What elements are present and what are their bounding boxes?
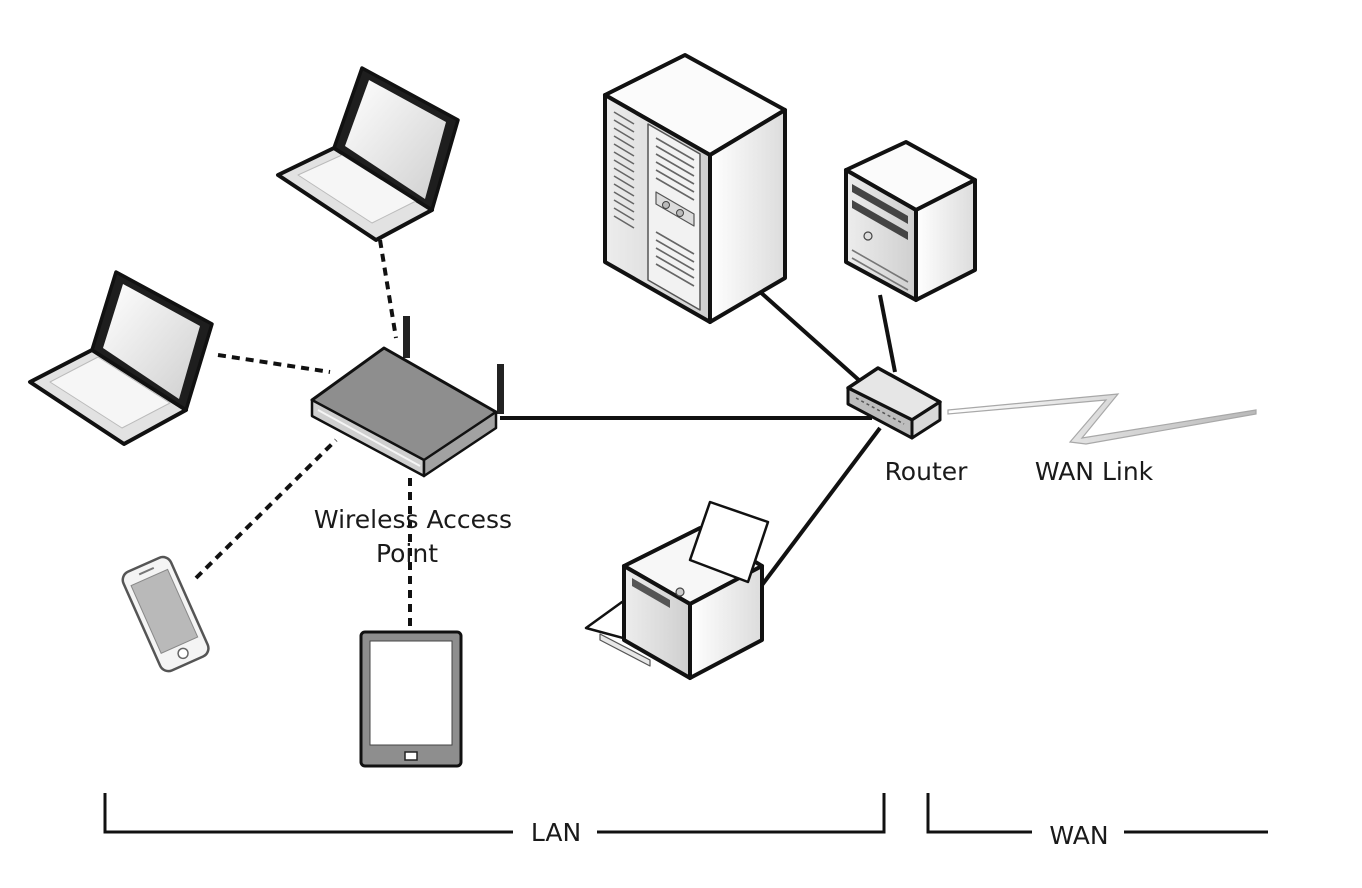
wan-bracket: [926, 793, 1268, 834]
wireless-link-phone: [194, 438, 338, 580]
wired-link-tower-router: [878, 294, 897, 373]
smartphone-icon: [121, 555, 210, 673]
router-label: Router: [885, 457, 969, 486]
wap-label-line1: Wireless Access: [314, 505, 512, 534]
wireless-link-laptop-top: [378, 239, 398, 339]
printer-icon: [584, 500, 770, 680]
tablet-icon: [359, 630, 463, 768]
wan-link-label: WAN Link: [1035, 457, 1154, 486]
laptop-left-icon: [28, 270, 214, 446]
wap-label-line2: Point: [376, 539, 438, 568]
wireless-link-laptop-left: [217, 353, 331, 374]
wireless-access-point-icon: [310, 316, 504, 478]
lan-bracket: [103, 793, 886, 834]
tower-server-icon: [844, 140, 977, 302]
wired-links: [500, 288, 897, 587]
laptop-top-icon: [276, 66, 460, 242]
lan-label: LAN: [531, 818, 581, 847]
wired-link-printer-router: [760, 426, 882, 587]
server-icon: [603, 53, 787, 324]
wireless-links: [194, 239, 412, 630]
wired-link-server-router: [756, 288, 872, 392]
wan-label: WAN: [1049, 821, 1108, 850]
wan-link-lightning: [947, 393, 1257, 445]
router-icon: [846, 366, 942, 440]
